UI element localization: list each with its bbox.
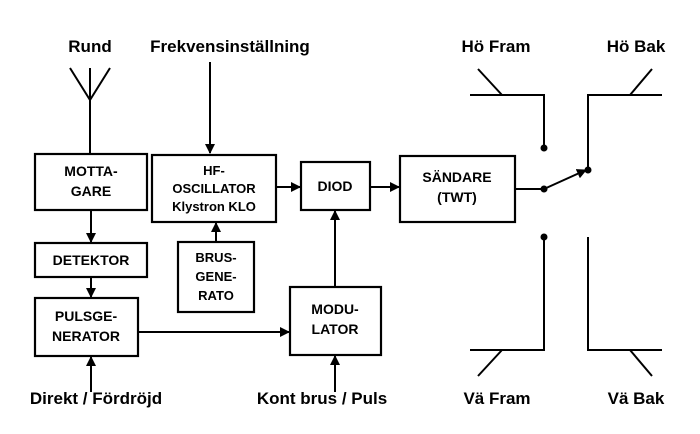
- frequency-setting-label: Frekvensinställning: [150, 37, 310, 56]
- svg-text:PULSGE-: PULSGE-: [55, 308, 118, 324]
- antenna-switch: [540, 144, 592, 241]
- modulator-block: MODU- LATOR: [288, 285, 383, 357]
- svg-text:RATO: RATO: [198, 288, 234, 303]
- svg-text:OSCILLATOR: OSCILLATOR: [172, 181, 256, 196]
- svg-text:Klystron KLO: Klystron KLO: [172, 199, 256, 214]
- svg-text:MOTTA-: MOTTA-: [64, 163, 118, 179]
- sandare-block: SÄNDARE (TWT): [398, 154, 517, 224]
- svg-text:(TWT): (TWT): [437, 189, 477, 205]
- antenna-ho-fram-icon: [470, 68, 545, 148]
- kont-brus-puls-label: Kont brus / Puls: [257, 389, 387, 408]
- hf-oscillator-block: HF- OSCILLATOR Klystron KLO: [150, 153, 278, 224]
- antenna-label: Rund: [68, 37, 111, 56]
- antenna-va-fram-icon: [470, 237, 545, 377]
- detektor-block: DETEKTOR: [33, 241, 149, 279]
- svg-text:HF-: HF-: [203, 163, 225, 178]
- pulsgenerator-block: PULSGE- NERATOR: [33, 296, 140, 358]
- va-bak-label: Vä Bak: [608, 389, 665, 408]
- mottagare-block: MOTTA- GARE: [33, 152, 149, 212]
- diod-block: DIOD: [299, 160, 372, 212]
- direkt-fordrojd-label: Direkt / Fördröjd: [30, 389, 162, 408]
- svg-text:NERATOR: NERATOR: [52, 328, 120, 344]
- svg-text:MODU-: MODU-: [311, 301, 359, 317]
- svg-text:LATOR: LATOR: [312, 321, 359, 337]
- svg-text:DETEKTOR: DETEKTOR: [53, 252, 130, 268]
- svg-text:DIOD: DIOD: [318, 178, 353, 194]
- antenna-va-bak-icon: [587, 237, 662, 377]
- va-fram-label: Vä Fram: [463, 389, 530, 408]
- brusgenerator-block: BRUS- GENE- RATO: [176, 240, 256, 314]
- ho-bak-label: Hö Bak: [607, 37, 666, 56]
- antenna-ho-bak-icon: [587, 68, 662, 170]
- svg-text:GENE-: GENE-: [195, 269, 236, 284]
- ho-fram-label: Hö Fram: [462, 37, 531, 56]
- svg-text:SÄNDARE: SÄNDARE: [422, 169, 491, 185]
- svg-text:GARE: GARE: [71, 183, 111, 199]
- antenna-icon: [69, 67, 111, 154]
- svg-text:BRUS-: BRUS-: [195, 250, 236, 265]
